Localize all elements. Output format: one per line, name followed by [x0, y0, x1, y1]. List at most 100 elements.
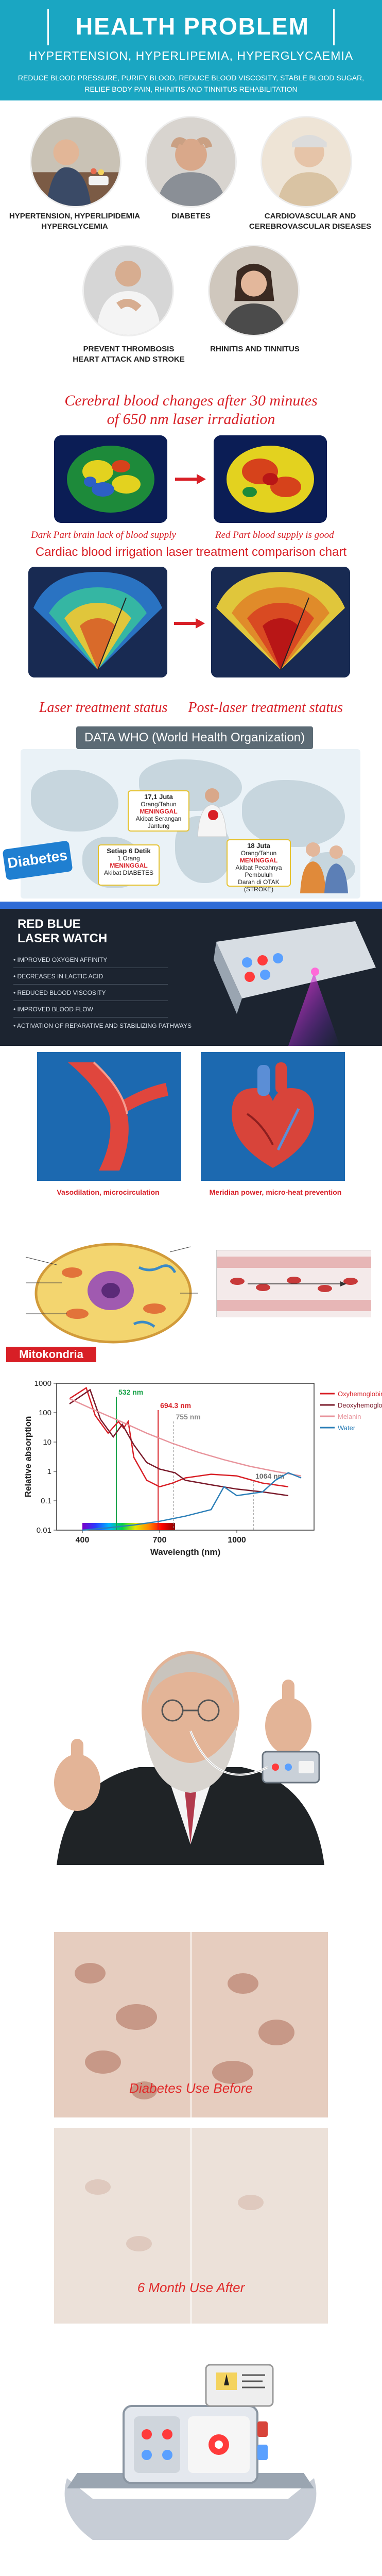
elderly-couple-figure: [300, 842, 348, 893]
health-problem-section: HEALTH PROBLEM HYPERTENSION, HYPERLIPEMI…: [0, 0, 382, 392]
cerebral-title-line-2: of 650 nm laser irradiation: [107, 411, 275, 428]
leg-after-left: [54, 2128, 190, 2324]
condition-label-3: CARDIOVASCULAR AND CEREBROVASCULAR DISEA…: [242, 211, 378, 232]
skin-spot: [126, 2236, 152, 2251]
heart-attack-stat-card: 17,1 Juta Orang/Tahun MENINGGAL Akibat S…: [128, 790, 189, 832]
title-frame: HEALTH PROBLEM: [47, 9, 335, 45]
y-tick-label: 0.1: [41, 1497, 51, 1505]
leg-before-left: [54, 1932, 190, 2117]
condition-4-line-2: HEART ATTACK AND STROKE: [73, 355, 185, 364]
skin-spot: [212, 2061, 253, 2084]
after-caption: 6 Month Use After: [137, 2280, 245, 2295]
y-tick-label: 100: [39, 1409, 51, 1417]
feature-5: • ACTIVATION OF REPARATIVE AND STABILIZI…: [13, 1022, 192, 1029]
benefits-line-2: RELIEF BODY PAIN, RHINITIS AND TINNITUS …: [84, 85, 298, 93]
condition-1-line-2: HYPERGLYCEMIA: [41, 222, 108, 231]
y-tick-label: 10: [43, 1438, 51, 1447]
thrombosis-photo: [82, 245, 174, 336]
health-subtitle: HYPERTENSION, HYPERLIPEMIA, HYPERGLYCAEM…: [28, 49, 354, 62]
stat-3-unit: Orang/Tahun: [240, 850, 277, 857]
feature-2: • DECREASES IN LACTIC ACID: [13, 973, 103, 980]
heart-panel: [201, 1052, 345, 1181]
feature-5-text: ACTIVATION OF REPARATIVE AND STABILIZING…: [16, 1022, 192, 1029]
condition-5-line-1: RHINITIS AND TINNITUS: [210, 345, 300, 353]
heart-anatomy-image: [232, 1062, 314, 1168]
blood-flow-image: [217, 1250, 371, 1317]
man-chest-pain-image: [84, 246, 172, 335]
leg-before-right: [192, 1932, 328, 2117]
condition-3-line-1: CARDIOVASCULAR AND: [264, 212, 356, 221]
rhinitis-photo: [208, 245, 300, 336]
mitochondria-section: Mitokondria: [0, 1231, 382, 1370]
wavelength-label: 694.3 nm: [160, 1401, 191, 1410]
laser-watch-device-image: [214, 921, 376, 1046]
caption-brain-before: Dark Part brain lack of blood supply: [31, 530, 176, 540]
feature-2-text: DECREASES IN LACTIC ACID: [17, 973, 103, 980]
condition-1-line-1: HYPERTENSION, HYPERLIPIDEMIA: [9, 212, 141, 221]
map-continent: [242, 780, 345, 847]
watch-title-line-2: LASER WATCH: [18, 931, 108, 945]
cardiac-heatmap-after: [211, 567, 350, 677]
mitokondria-label: Mitokondria: [6, 1347, 96, 1362]
plot-frame: [56, 1383, 315, 1531]
series-line-water: [82, 1472, 302, 1531]
x-axis-label: Wavelength (nm): [150, 1547, 220, 1557]
wavelength-label: 755 nm: [176, 1413, 201, 1421]
cerebral-section: Cerebral blood changes after 30 minutes …: [0, 392, 382, 726]
man-with-pills-image: [31, 117, 120, 206]
skin-spot: [131, 2081, 157, 2099]
laser-watch-banner: RED BLUE LASER WATCH • IMPROVED OXYGEN A…: [0, 902, 382, 1046]
stat-3-cause: Akibat Pecahnya Pembuluh: [235, 864, 282, 878]
legend-label: Oxyhemoglobin: [338, 1390, 382, 1398]
blood-vessel-panel: [37, 1052, 181, 1181]
brain-heatmap-before: [54, 435, 167, 523]
y-axis-label: Relative absorption: [23, 1416, 33, 1498]
condition-4-line-1: PREVENT THROMBOSIS: [83, 345, 175, 353]
condition-label-2: DIABETES: [145, 211, 237, 222]
skin-spot: [238, 2195, 264, 2210]
stat-1-word: MENINGGAL: [140, 808, 178, 815]
y-tick-label: 1: [47, 1467, 51, 1476]
hypertension-photo: [30, 116, 121, 208]
stat-1-cause: Akibat Serangan Jantung: [135, 815, 182, 829]
condition-3-line-2: CEREBROVASCULAR DISEASES: [249, 222, 372, 231]
treatment-status: Laser treatment status Post-laser treatm…: [0, 700, 382, 716]
arrow-right-icon-2: [174, 618, 205, 629]
feature-1-text: IMPROVED OXYGEN AFFINITY: [17, 956, 108, 963]
wavelength-label: 1064 nm: [255, 1472, 284, 1480]
health-header: HEALTH PROBLEM HYPERTENSION, HYPERLIPEMI…: [0, 0, 382, 100]
condition-label-1: HYPERTENSION, HYPERLIPIDEMIA HYPERGLYCEM…: [5, 211, 144, 232]
feature-3-text: REDUCED BLOOD VISCOSITY: [17, 989, 106, 996]
benefits-text: REDUCE BLOOD PRESSURE, PURIFY BLOOD, RED…: [10, 72, 372, 95]
cell-diagram: [25, 1243, 198, 1344]
skin-spot: [228, 1973, 258, 1994]
condition-label-5: RHINITIS AND TINNITUS: [198, 344, 311, 354]
stat-3-word: MENINGGAL: [239, 857, 278, 864]
y-tick-label: 1000: [34, 1379, 51, 1388]
skin-spot: [116, 2004, 157, 2030]
feature-1: • IMPROVED OXYGEN AFFINITY: [13, 956, 108, 963]
cardiac-scan-before: [28, 567, 167, 677]
feature-3: • REDUCED BLOOD VISCOSITY: [13, 989, 106, 996]
divider: [13, 984, 168, 985]
y-tick-label: 0.01: [37, 1526, 51, 1535]
vasodilation-caption: Vasodilation, microcirculation: [57, 1188, 160, 1196]
skin-spot: [75, 1963, 106, 1984]
x-tick-label: 700: [153, 1536, 167, 1545]
watch-photo-section: [0, 2334, 382, 2576]
stat-2-number: Setiap 6 Detik: [107, 847, 151, 855]
stat-2-cause: Akibat DIABETES: [103, 869, 154, 876]
brain-scan-after: [214, 435, 327, 523]
stat-2-word: MENINGGAL: [110, 862, 148, 869]
laser-watch-photo: [46, 2344, 335, 2566]
condition-2-line-1: DIABETES: [171, 212, 211, 221]
watch-title: RED BLUE LASER WATCH: [18, 917, 107, 946]
divider: [13, 1017, 168, 1018]
map-continent: [31, 770, 118, 832]
watch-title-line-1: RED BLUE: [18, 917, 81, 931]
series-line-deoxyhemoglobin: [69, 1388, 289, 1497]
